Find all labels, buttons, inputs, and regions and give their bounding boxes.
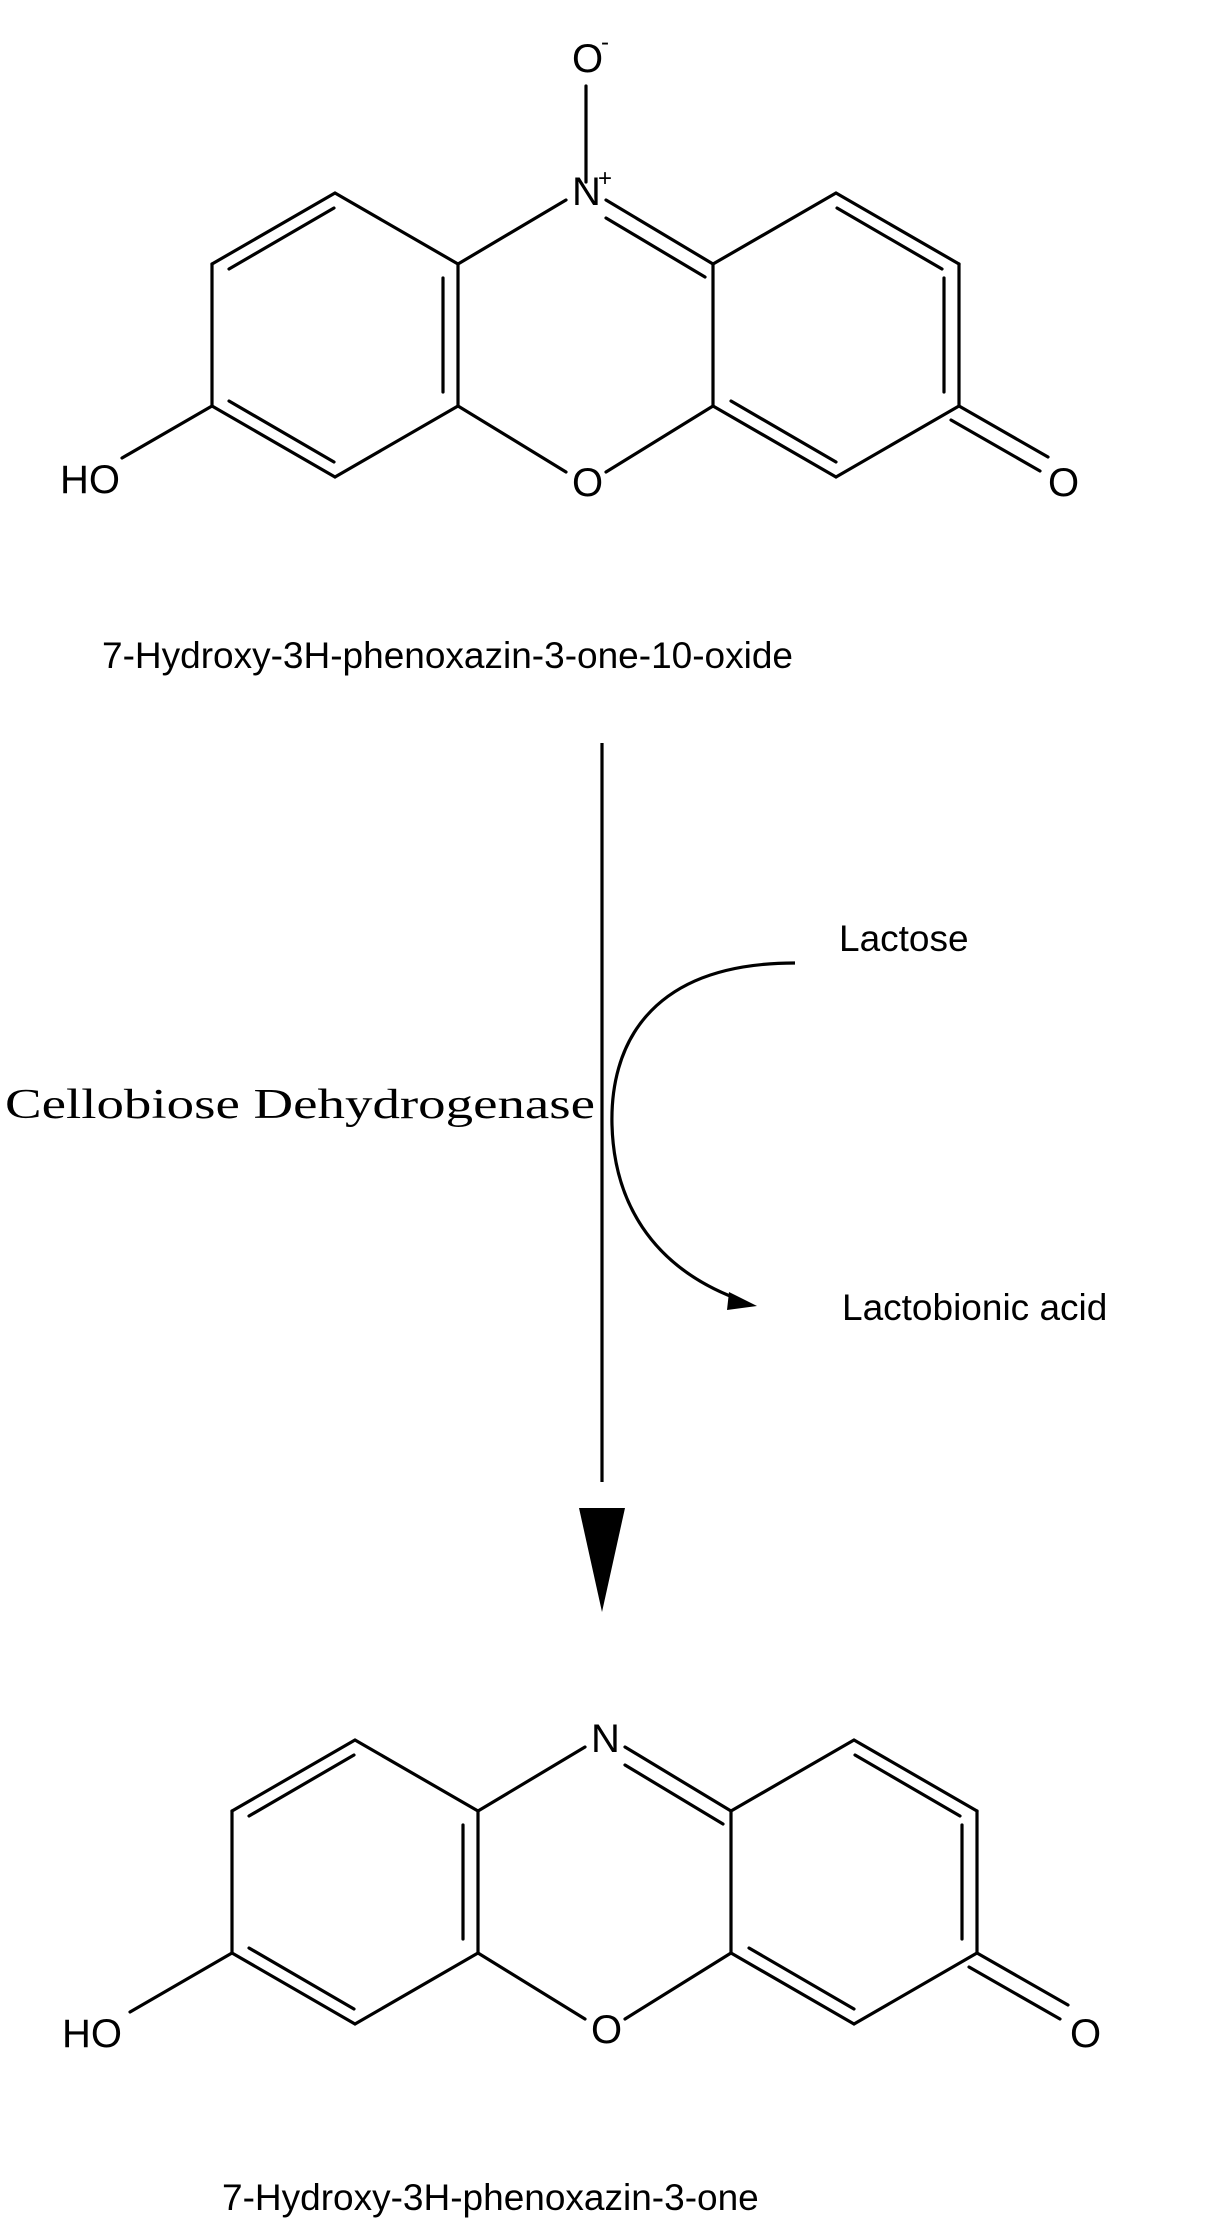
reactant-left-ring [210, 191, 460, 479]
product-hydroxyl-label: HO [62, 2012, 122, 2056]
product-bridge-oxygen: O [591, 2008, 622, 2052]
reactant-carbonyl-oxygen: O [1048, 461, 1079, 505]
product-hydroxyl-bond [128, 1951, 234, 2014]
product-structure: N HO O O [62, 1717, 1101, 2056]
reactant-bridge-oxygen: O [572, 461, 603, 505]
reactant-oxide-oxygen: O [572, 37, 603, 81]
product-carbonyl-oxygen: O [1070, 2012, 1101, 2056]
product-central-ring [476, 1745, 733, 2021]
reactant-oxide-charge: - [601, 29, 609, 56]
reactant-central-ring [456, 198, 715, 474]
coproduct-label: Lactobionic acid [842, 1287, 1107, 1328]
curved-arrow [610, 961, 796, 1300]
product-name: 7-Hydroxy-3H-phenoxazin-3-one [222, 2177, 759, 2218]
main-arrow-head [579, 1508, 625, 1612]
reactant-carbonyl-bond [957, 404, 1050, 459]
reactant-right-ring [711, 191, 961, 479]
curved-arrow-head [727, 1292, 757, 1310]
product-left-ring [230, 1738, 480, 2026]
cosubstrate-arrow [610, 961, 796, 1310]
product-right-ring [729, 1738, 979, 2026]
reactant-structure: O - N + HO O O [60, 29, 1079, 505]
product-carbonyl-bond [975, 1951, 1070, 2007]
reactant-ring-nitrogen: N [572, 170, 601, 214]
reaction-arrow [579, 743, 625, 1612]
cosubstrate-label: Lactose [839, 918, 969, 959]
reactant-name: 7-Hydroxy-3H-phenoxazin-3-one-10-oxide [102, 635, 793, 676]
enzyme-label: Cellobiose Dehydrogenase [5, 1082, 595, 1128]
reactant-hydroxyl-label: HO [60, 458, 120, 502]
reactant-hydroxyl-bond [120, 404, 214, 460]
product-ring-nitrogen: N [591, 1717, 620, 1761]
reactant-nitrogen-charge: + [598, 165, 612, 192]
